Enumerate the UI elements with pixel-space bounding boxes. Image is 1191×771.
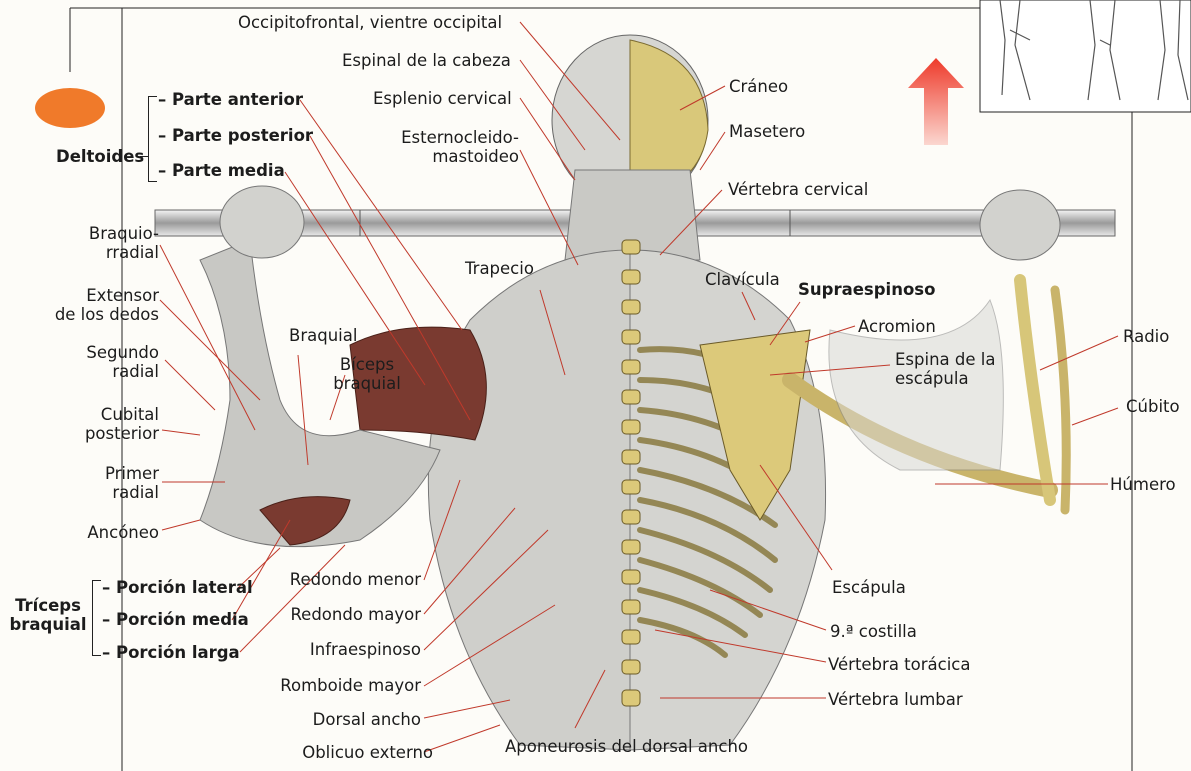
label-acromion: Acromion <box>858 317 936 336</box>
label-dorsal-ancho: Dorsal ancho <box>313 710 421 729</box>
label-vertebra-lumbar: Vértebra lumbar <box>828 690 963 709</box>
label-parte-anterior: – Parte anterior <box>158 90 303 109</box>
label-braquiorradial: Braquio-rradial <box>89 224 159 262</box>
label-vertebra-cervical: Vértebra cervical <box>728 180 868 199</box>
label-aponeurosis: Aponeurosis del dorsal ancho <box>505 737 748 756</box>
label-redondo-mayor: Redondo mayor <box>290 605 421 624</box>
deltoid-bracket <box>148 96 157 182</box>
label-porcion-lateral: – Porción lateral <box>102 578 253 597</box>
inset-thumbnail <box>980 0 1191 112</box>
label-humero: Húmero <box>1110 475 1176 494</box>
label-escapula: Escápula <box>832 578 906 597</box>
label-parte-media: – Parte media <box>158 161 285 180</box>
label-supraespinoso: Supraespinoso <box>798 280 935 299</box>
label-radio: Radio <box>1123 327 1169 346</box>
label-oblicuo-externo: Oblicuo externo <box>302 743 433 762</box>
label-deltoides: Deltoides <box>56 147 144 166</box>
label-occipitofrontal: Occipitofrontal, vientre occipital <box>238 13 502 32</box>
label-craneo: Cráneo <box>729 77 788 96</box>
label-masetero: Masetero <box>729 122 805 141</box>
label-redondo-menor: Redondo menor <box>290 570 421 589</box>
triceps-bracket <box>92 580 101 656</box>
deltoid-marker <box>35 88 105 128</box>
label-cubito: Cúbito <box>1126 397 1180 416</box>
label-porcion-larga: – Porción larga <box>102 643 240 662</box>
label-braquial: Braquial <box>289 326 357 345</box>
up-arrow <box>908 58 964 145</box>
label-espinal-cabeza: Espinal de la cabeza <box>342 51 511 70</box>
label-anconeo: Ancóneo <box>87 523 159 542</box>
label-trapecio: Trapecio <box>465 259 534 278</box>
label-vertebra-toracica: Vértebra torácica <box>828 655 970 674</box>
label-infraespinoso: Infraespinoso <box>310 640 421 659</box>
label-clavicula: Clavícula <box>705 270 780 289</box>
label-porcion-media: – Porción media <box>102 610 249 629</box>
label-parte-posterior: – Parte posterior <box>158 126 313 145</box>
label-esplenio-cervical: Esplenio cervical <box>373 89 512 108</box>
label-romboide-mayor: Romboide mayor <box>280 676 421 695</box>
label-esternocleidomastoideo: Esternocleido-mastoideo <box>401 128 519 166</box>
label-9-costilla: 9.ª costilla <box>830 622 917 641</box>
